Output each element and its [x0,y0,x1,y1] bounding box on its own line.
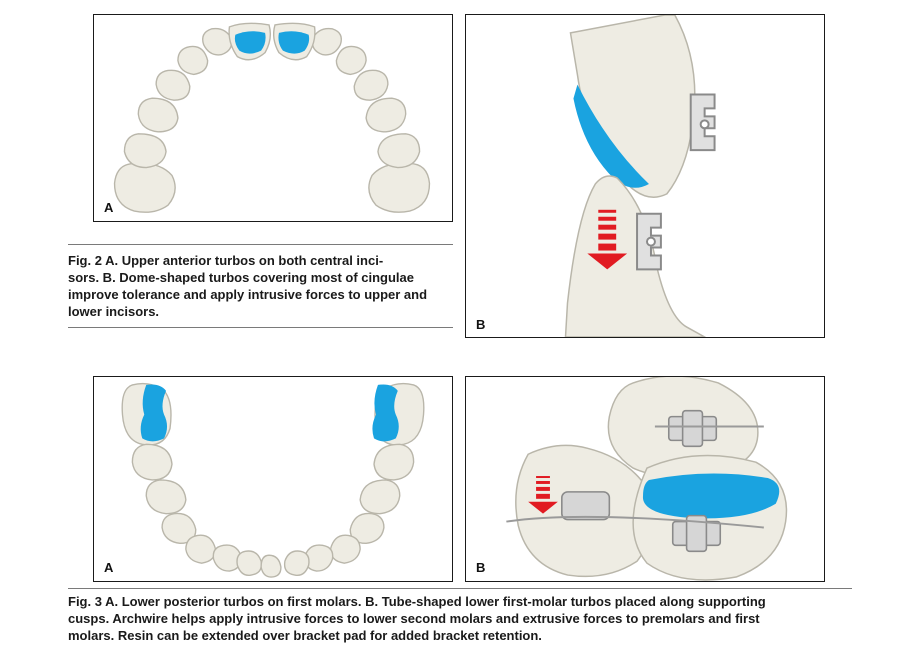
fig2-panel-b: B [465,14,825,338]
down-arrow-icon [528,476,558,514]
lower-arch-illustration [121,382,425,578]
fig3-panel-a: A [93,376,453,582]
fig3-caption-line-2: cusps. Archwire helps apply intrusive fo… [68,611,760,626]
fig3-panel-a-label: A [104,560,114,575]
fig2-panel-b-label: B [476,317,486,332]
incisor-bite-illustration [564,15,716,337]
molar-bracket-illustration [506,377,788,581]
fig2-caption-line-3: improve tolerance and apply intrusive fo… [68,287,428,302]
down-arrow-icon [587,209,628,270]
fig3-caption-rule-top [68,588,852,589]
fig2-panel-a-label: A [104,200,114,215]
fig2-caption: Fig. 2 A. Upper anterior turbos on both … [68,252,460,320]
fig3-panel-b: B [465,376,825,582]
fig2-caption-rule-bottom [68,327,453,328]
fig3-caption-line-1: Fig. 3 A. Lower posterior turbos on firs… [68,594,766,609]
fig2-panel-a: A [93,14,453,222]
fig2-caption-line-2: sors. B. Dome-shaped turbos covering mos… [68,270,415,285]
upper-arch-illustration [113,22,431,213]
fig3-caption-line-3: molars. Resin can be extended over brack… [68,628,542,643]
fig3-panel-b-label: B [476,560,486,575]
fig2-caption-rule-top [68,244,453,245]
fig2-caption-line-1: Fig. 2 A. Upper anterior turbos on both … [68,253,384,268]
fig3-caption: Fig. 3 A. Lower posterior turbos on firs… [68,593,868,644]
fig2-caption-line-4: lower incisors. [68,304,160,319]
